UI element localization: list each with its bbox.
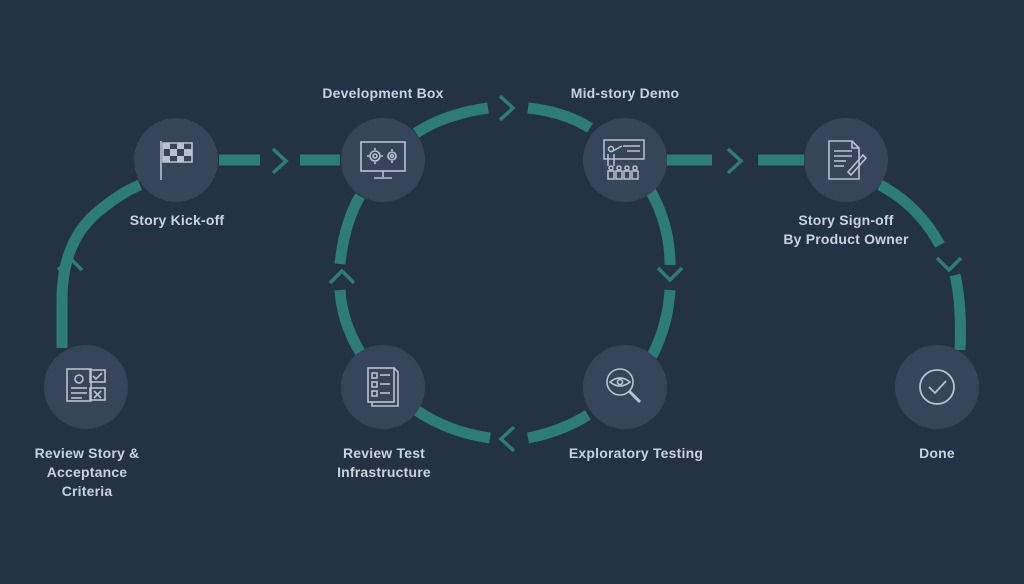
- label-line: Exploratory Testing: [568, 445, 704, 461]
- label-line: Criteria: [61, 483, 113, 499]
- checkered-flag-icon: [160, 141, 193, 180]
- label-line: Done: [919, 445, 955, 461]
- chevron-up-icon: [328, 268, 356, 285]
- step-label-exploratory: Exploratory Testing: [560, 444, 712, 463]
- label-line: Infrastructure: [337, 464, 431, 480]
- track-right-curve: [877, 180, 945, 248]
- chevron-right-icon: [498, 94, 516, 122]
- track-ring-top-left: [412, 102, 489, 138]
- chevron-right-icon: [726, 147, 744, 175]
- step-label-done: Done: [897, 444, 977, 463]
- label-line: Development Box: [322, 85, 444, 101]
- step-node-review-story: [44, 345, 128, 429]
- step-node-dev-box: [341, 118, 425, 202]
- monitor-gears-icon: [360, 141, 406, 179]
- signed-document-icon: [828, 140, 868, 180]
- chevron-down-icon: [656, 266, 684, 283]
- check-circle-icon: [919, 369, 955, 405]
- document-chat-icon: [66, 368, 106, 402]
- connector-tracks: [56, 102, 966, 444]
- step-label-demo: Mid-story Demo: [558, 84, 692, 103]
- label-line: Story Sign-off: [798, 212, 894, 228]
- label-line: Mid-story Demo: [570, 85, 680, 101]
- track-right-descent: [949, 273, 966, 351]
- label-line: Review Test: [342, 445, 426, 461]
- step-label-dev-box: Development Box: [313, 84, 453, 103]
- step-label-signoff: Story Sign-off By Product Owner: [770, 211, 922, 249]
- chevron-right-icon: [271, 147, 289, 175]
- track-left-loop: [56, 179, 143, 348]
- presentation-board-icon: [603, 139, 645, 180]
- step-node-done: [895, 345, 979, 429]
- label-line: Story Kick-off: [129, 212, 225, 228]
- step-node-demo: [583, 118, 667, 202]
- magnifier-eye-icon: [606, 368, 642, 404]
- track-ring-bottom-left: [412, 405, 491, 444]
- direction-chevrons: [56, 94, 963, 453]
- step-label-kickoff: Story Kick-off: [116, 211, 238, 230]
- chevron-up-icon: [56, 255, 84, 272]
- step-node-signoff: [804, 118, 888, 202]
- step-label-review-story: Review Story & Acceptance Criteria: [26, 444, 148, 501]
- step-node-review-test: [341, 345, 425, 429]
- step-node-kickoff: [134, 118, 218, 202]
- track-ring-right: [645, 187, 676, 266]
- step-node-exploratory: [583, 345, 667, 429]
- checklist-icon: [367, 367, 399, 407]
- label-line: Acceptance: [46, 464, 128, 480]
- track-ring-left-lower: [334, 289, 365, 355]
- label-line: Review Story &: [34, 445, 140, 461]
- track-ring-bottom-right: [526, 410, 591, 444]
- label-line: By Product Owner: [783, 231, 909, 247]
- chevron-left-icon: [498, 425, 516, 453]
- chevron-down-icon: [935, 256, 963, 273]
- track-ring-top-right: [527, 102, 593, 133]
- step-label-review-test: Review Test Infrastructure: [323, 444, 445, 482]
- track-ring-right-lower: [647, 289, 676, 359]
- track-ring-left-upper: [334, 193, 365, 265]
